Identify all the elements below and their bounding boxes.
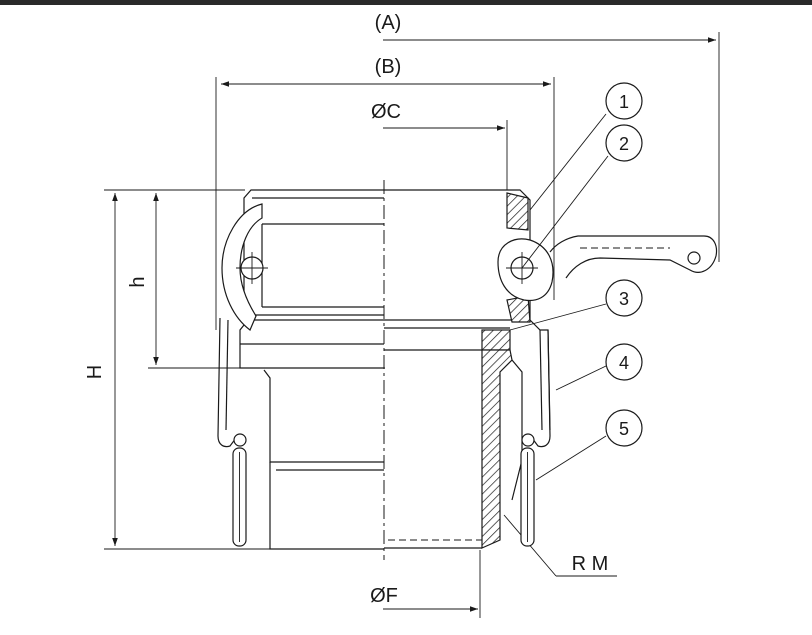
dimension-c-label: ØC [371, 101, 401, 123]
dimension-c: ØC [371, 101, 508, 190]
dimension-f-label: ØF [370, 585, 398, 607]
balloon-3-label: 3 [619, 289, 629, 309]
dimension-h-total-label: H [84, 365, 106, 379]
dimension-h-small-label: h [127, 276, 149, 287]
balloon-1: 1 [529, 82, 643, 211]
balloon-3: 3 [509, 279, 643, 331]
left-half-exterior [217, 189, 384, 550]
balloon-4: 4 [555, 343, 643, 391]
dimension-a: (A) [375, 12, 720, 262]
balloon-2-label: 2 [619, 134, 629, 154]
thread-label: R M [572, 553, 609, 575]
top-border [0, 0, 812, 5]
dimension-b-label: (B) [375, 56, 402, 78]
balloon-2: 2 [521, 124, 643, 269]
balloon-5-label: 5 [619, 419, 629, 439]
balloon-1-label: 1 [619, 92, 629, 112]
right-half-section [384, 189, 718, 549]
balloon-5: 5 [535, 409, 643, 481]
balloon-4-label: 4 [619, 353, 629, 373]
dimension-a-label: (A) [375, 12, 402, 34]
dimension-f: ØF [370, 550, 481, 618]
dimension-b: (B) [215, 56, 555, 330]
dimension-h-total: H [84, 189, 270, 550]
